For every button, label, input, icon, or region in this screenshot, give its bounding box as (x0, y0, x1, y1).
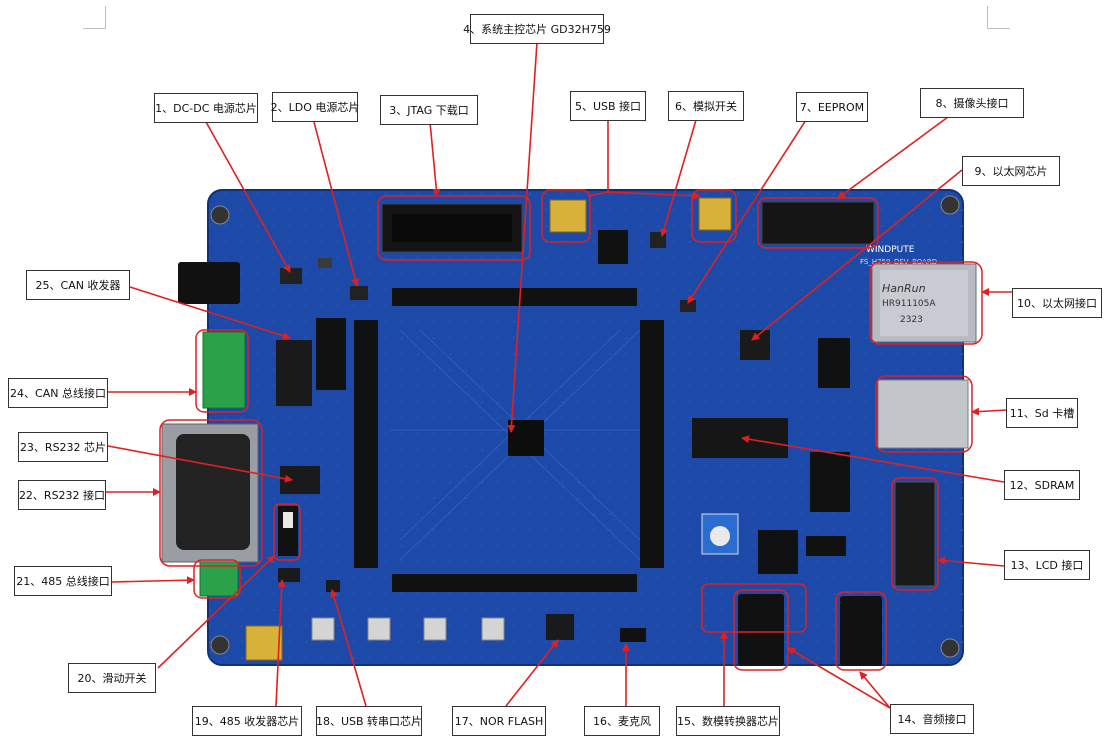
corner-mark-tl (83, 6, 106, 29)
eth-jack-brand: HanRun (882, 282, 926, 295)
label-lcd: 13、LCD 接口 (1004, 550, 1090, 580)
label-rs232-chip: 23、RS232 芯片 (18, 432, 108, 462)
label-485-bus: 21、485 总线接口 (14, 566, 112, 596)
silk-brand: WINDPUTE (866, 245, 915, 255)
label-can-transceiver: 25、CAN 收发器 (26, 270, 130, 300)
eth-jack-code: 2323 (900, 315, 923, 325)
label-sd-slot: 11、Sd 卡槽 (1006, 398, 1078, 428)
label-jtag: 3、JTAG 下载口 (380, 95, 478, 125)
label-usb: 5、USB 接口 (570, 91, 646, 121)
label-ethernet-chip: 9、以太网芯片 (962, 156, 1060, 186)
label-camera: 8、摄像头接口 (920, 88, 1024, 118)
label-dc-dc-power: 1、DC-DC 电源芯片 (154, 93, 258, 123)
leader-arrows (106, 41, 1012, 709)
label-mcu: 4、系统主控芯片 GD32H759 (463, 14, 611, 44)
label-can-bus: 24、CAN 总线接口 (8, 378, 108, 408)
label-485-transceiver: 19、485 收发器芯片 (192, 706, 302, 736)
label-mic: 16、麦克风 (584, 706, 660, 736)
label-eeprom: 7、EEPROM (796, 92, 868, 122)
corner-mark-tr (987, 6, 1010, 29)
label-analog-switch: 6、模拟开关 (668, 91, 744, 121)
label-sdram: 12、SDRAM (1004, 470, 1080, 500)
label-ethernet-port: 10、以太网接口 (1012, 288, 1102, 318)
pcb-components: HanRun HR911105A 2323 WINDPUTE FS_H759_D… (161, 197, 977, 666)
label-usb-serial: 18、USB 转串口芯片 (316, 706, 422, 736)
label-audio: 14、音频接口 (890, 704, 974, 734)
label-slide-switch: 20、滑动开关 (68, 663, 156, 693)
label-dac: 15、数模转换器芯片 (676, 706, 780, 736)
label-rs232-port: 22、RS232 接口 (18, 480, 106, 510)
label-nor-flash: 17、NOR FLASH (452, 706, 546, 736)
eth-jack-model: HR911105A (882, 299, 936, 309)
label-ldo-power: 2、LDO 电源芯片 (271, 92, 359, 122)
